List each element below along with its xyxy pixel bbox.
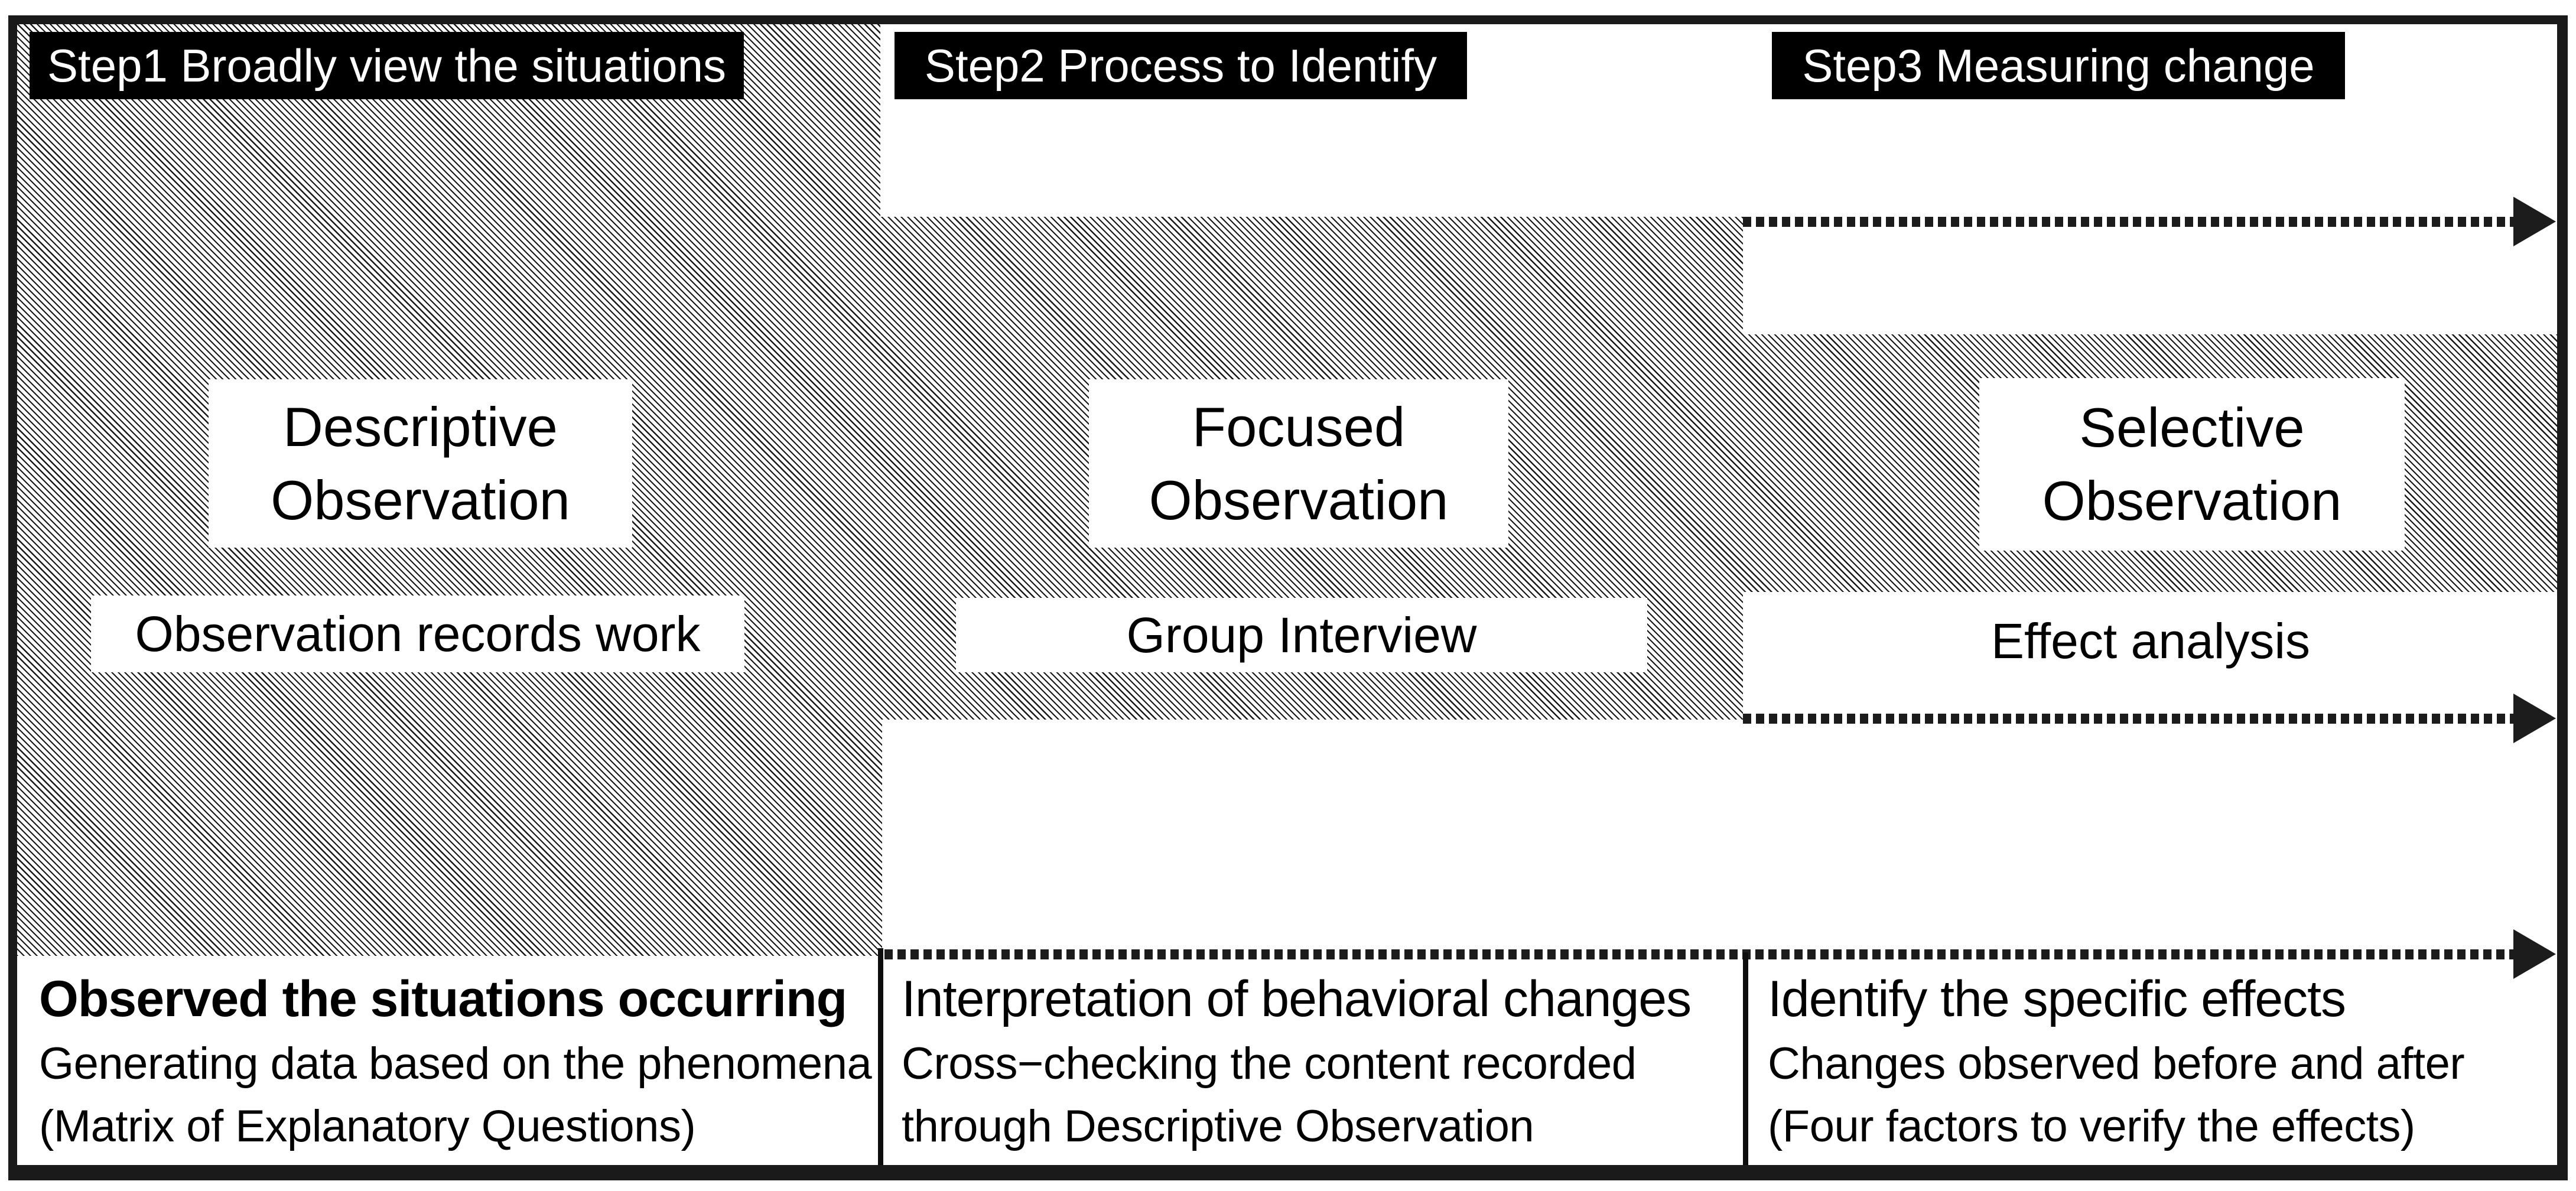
group-interview-box-bg — [956, 598, 1647, 672]
step2-result-line3: through Descriptive Observation — [902, 1101, 1534, 1151]
step2-result-block: Interpretation of behavioral changes Cro… — [902, 965, 1732, 1158]
effect-analysis-label: Effect analysis — [1990, 613, 2311, 669]
step3-lower-band — [1743, 592, 2558, 1166]
step1-result-title: Observed the situations occurring — [39, 971, 847, 1027]
step3-header-label: Step3 Measuring change — [1772, 32, 2345, 99]
observation-records-box-bg — [91, 596, 744, 672]
descriptive-observation-box: Descriptive Observation — [209, 379, 632, 548]
descriptive-observation-line2: Observation — [271, 468, 570, 531]
step2-result-title: Interpretation of behavioral changes — [902, 971, 1692, 1027]
step3-result-line2: Changes observed before and after — [1768, 1039, 2465, 1089]
dotted-arrow-middle-line — [1743, 714, 2513, 724]
observation-records-label: Observation records work — [135, 606, 701, 662]
bottom-divider-1 — [878, 948, 883, 1166]
focused-observation-line1: Focused — [1192, 395, 1406, 458]
step2-lower-band — [882, 720, 1743, 1166]
selective-observation-box-bg — [1979, 378, 2405, 551]
dotted-arrow-middle-head-icon — [2513, 694, 2556, 743]
selective-observation-box: Selective Observation — [1979, 378, 2405, 551]
group-interview-label: Group Interview — [1126, 607, 1477, 663]
step1-header-label: Step1 Broadly view the situations — [30, 32, 744, 99]
selective-observation-line1: Selective — [2079, 396, 2305, 458]
dotted-arrow-top-head-icon — [2513, 197, 2556, 246]
step3-result-line3: (Four factors to verify the effects) — [1768, 1101, 2415, 1151]
step1-result-block: Observed the situations occurring Genera… — [39, 965, 872, 1158]
step2-header-label: Step2 Process to Identify — [895, 32, 1467, 99]
bottom-divider-2 — [1743, 952, 1748, 1166]
dotted-arrow-bottom-head-icon — [2513, 929, 2556, 979]
step1-result-line2: Generating data based on the phenomena — [39, 1039, 872, 1089]
descriptive-observation-line1: Descriptive — [283, 395, 558, 458]
dotted-arrow-top-line — [1743, 217, 2513, 227]
step1-result-line3: (Matrix of Explanatory Questions) — [39, 1101, 696, 1151]
step2-result-line2: Cross−checking the content recorded — [902, 1039, 1637, 1089]
focused-observation-box-bg — [1089, 379, 1508, 548]
descriptive-observation-box-bg — [209, 379, 632, 548]
focused-observation-line2: Observation — [1149, 468, 1449, 531]
step1-bottom-panel — [17, 956, 881, 1166]
selective-observation-line2: Observation — [2042, 470, 2342, 532]
step3-result-block: Identify the specific effects Changes ob… — [1768, 965, 2548, 1158]
dotted-arrow-bottom-line — [884, 949, 2513, 959]
step3-result-title: Identify the specific effects — [1768, 971, 2346, 1027]
focused-observation-box: Focused Observation — [1089, 379, 1508, 548]
